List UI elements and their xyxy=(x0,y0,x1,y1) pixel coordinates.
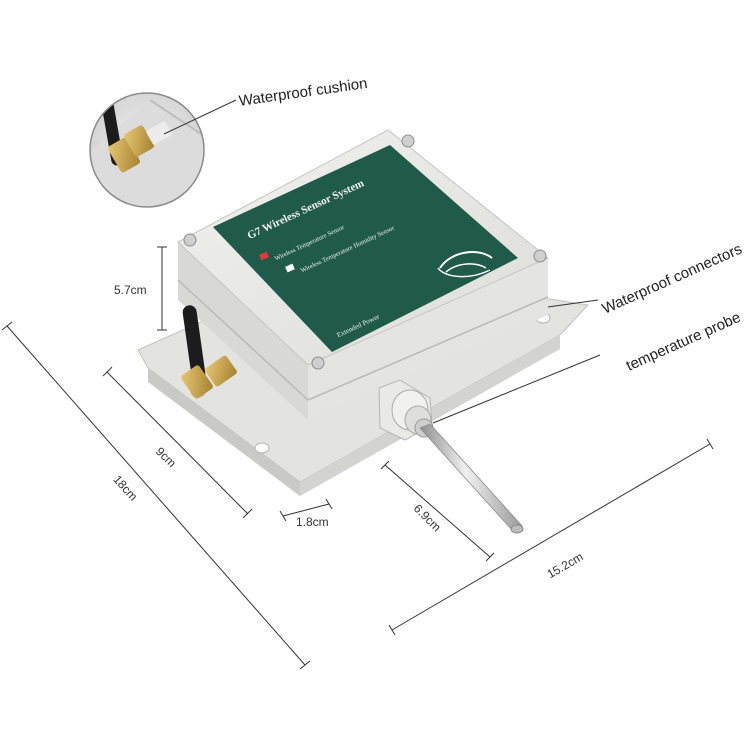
option-1-marker xyxy=(259,251,269,261)
temperature-probe xyxy=(419,423,524,534)
logo xyxy=(437,251,493,278)
antenna xyxy=(181,305,237,399)
inset-zoom xyxy=(89,92,205,208)
cable-gland xyxy=(378,379,434,441)
callout-lines xyxy=(163,99,601,424)
dimension-height: 5.7cm xyxy=(114,283,147,297)
antenna-icon xyxy=(182,305,206,381)
option-2-marker xyxy=(285,263,295,273)
dimension-flange: 1.8cm xyxy=(296,515,329,529)
dimension-lines xyxy=(1,246,714,670)
label-panel xyxy=(213,145,518,352)
